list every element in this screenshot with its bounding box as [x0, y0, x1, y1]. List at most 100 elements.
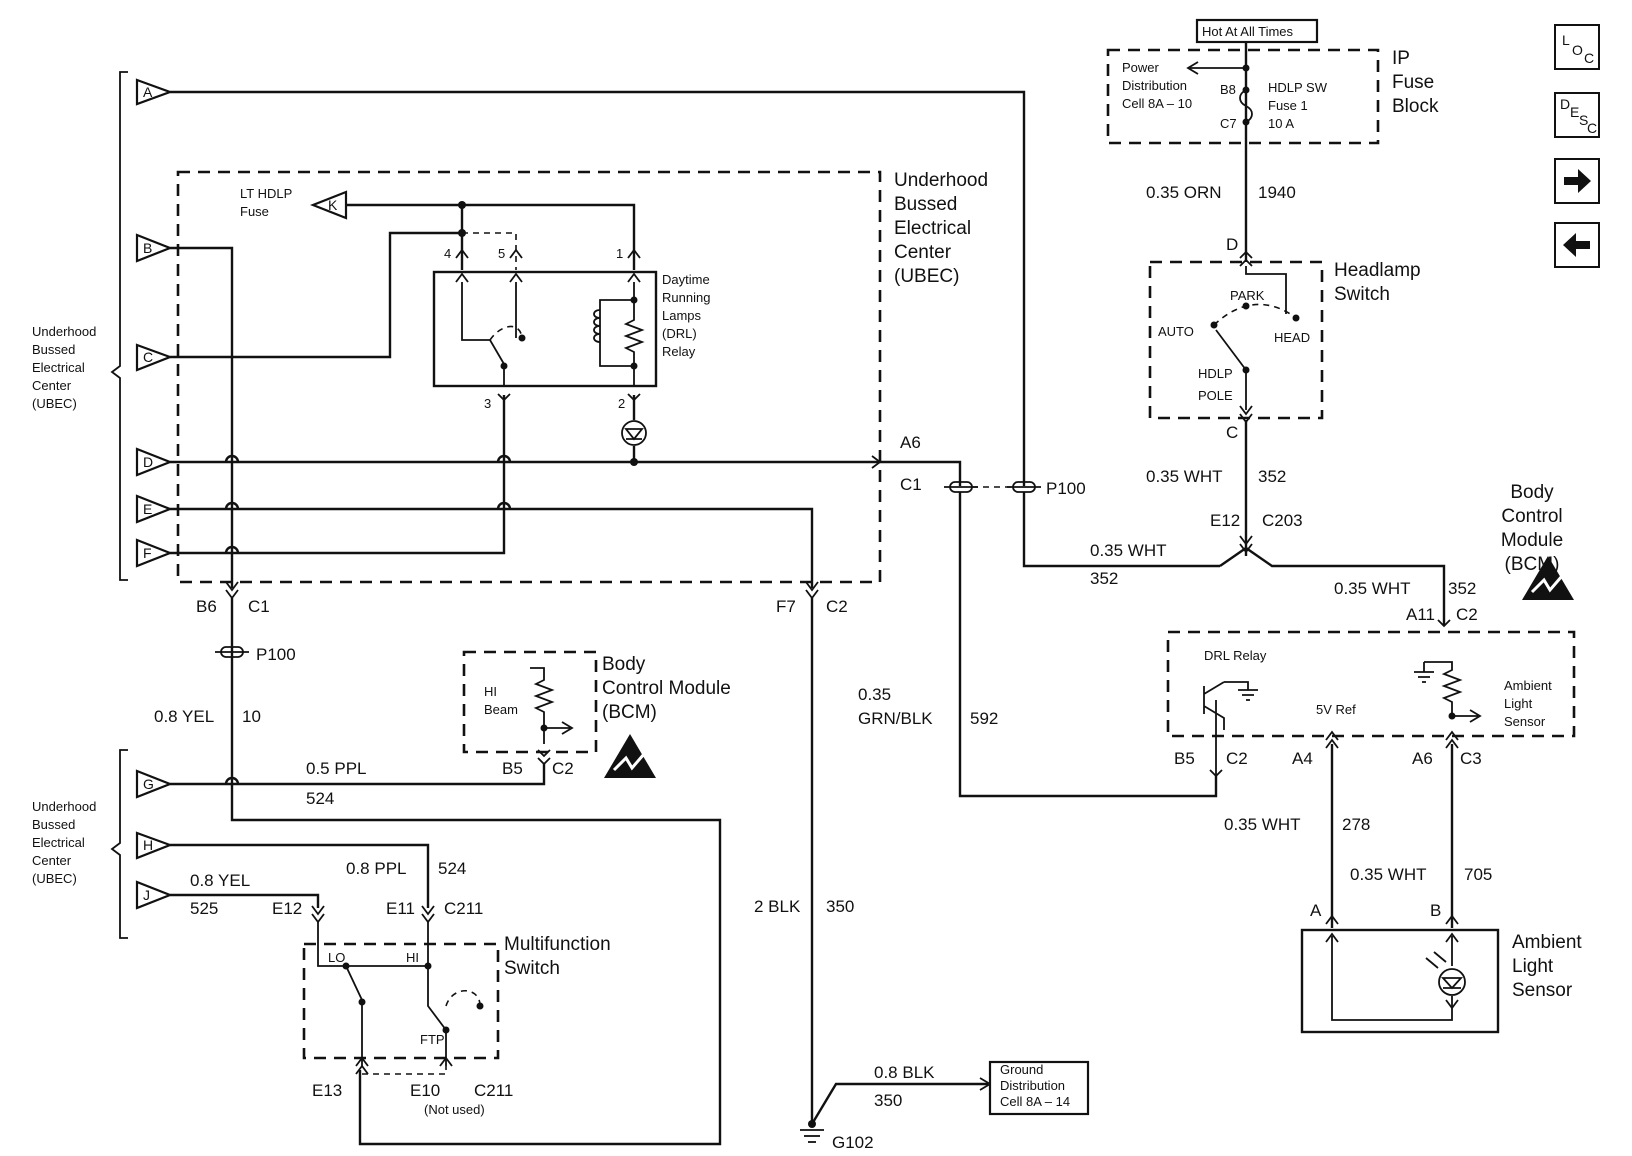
photodiode-icon: [1438, 968, 1466, 996]
connector-c: C: [135, 343, 174, 372]
hi-beam-l1: Beam: [484, 702, 518, 717]
loc-button[interactable]: L O C: [1554, 24, 1600, 70]
wire-352-label: 352: [1258, 467, 1286, 486]
relay-pin-3: 3: [484, 396, 491, 411]
wire-350-label: 350: [826, 897, 854, 916]
drl-relay-l4: Relay: [662, 344, 696, 359]
wire-k: [346, 203, 636, 270]
mf-lo: LO: [328, 950, 345, 965]
drl-relay-l0: Daytime: [662, 272, 710, 287]
hs-auto: AUTO: [1158, 324, 1194, 339]
fuse-pin-c7: C7: [1220, 116, 1237, 131]
ubec-side-2-l4: (UBEC): [32, 871, 77, 886]
hi-beam-l0: HI: [484, 684, 497, 699]
wire-relay-5: [462, 232, 517, 270]
prev-page-button[interactable]: [1554, 222, 1600, 268]
loc-label-c: C: [1584, 50, 1595, 66]
ambient-sensor-l2: Sensor: [1512, 980, 1573, 1001]
next-page-button[interactable]: [1554, 158, 1600, 204]
mf-hi: HI: [406, 950, 419, 965]
wire-525-label: 525: [190, 899, 218, 918]
connector-j-letter: J: [143, 887, 150, 903]
not-used: (Not used): [424, 1102, 485, 1117]
wire-592: [958, 492, 1218, 798]
hs-pin-c: C: [1226, 423, 1238, 442]
g102-label: G102: [832, 1133, 874, 1152]
ubec-main-l3: Center: [894, 242, 952, 263]
ubec-bracket-lower: [110, 749, 128, 939]
bcm-left-l1: Control Module: [602, 678, 731, 699]
pin-c211: C211: [444, 899, 483, 918]
wire-10-label: 10: [242, 707, 261, 726]
desc-label-s: S: [1579, 112, 1589, 128]
pin-b5: B5: [502, 759, 523, 778]
p100-top-connector: [944, 481, 1041, 493]
ip-fuse-block-box: [1106, 48, 1380, 145]
connector-k: K: [309, 190, 348, 220]
p100-left: P100: [256, 645, 296, 664]
labels: Underhood Bussed Electrical Center (UBEC…: [32, 24, 1582, 1152]
five-v-ref: 5V Ref: [1316, 702, 1356, 717]
wire-278-label: 278: [1342, 815, 1370, 834]
wire-705-label: 705: [1464, 865, 1492, 884]
desc-label-d: D: [1560, 96, 1571, 112]
pin-f7-c2: C2: [826, 597, 848, 616]
wire-352c-label: 352: [1448, 579, 1476, 598]
wire-b: [170, 246, 234, 588]
ground-dist-l1: Distribution: [1000, 1078, 1065, 1093]
connector-a-letter: A: [143, 84, 153, 100]
pin-a4: A4: [1292, 749, 1313, 768]
relay-switch: [461, 282, 505, 386]
ambient-inner-l1: Light: [1504, 696, 1533, 711]
wire-blk-08-label: 0.8 BLK: [874, 1063, 935, 1082]
pin-e11: E11: [386, 899, 415, 918]
power-dist-l2: Cell 8A – 10: [1122, 96, 1192, 111]
pin-a6: A6: [900, 433, 921, 452]
loc-label-l: L: [1562, 32, 1570, 48]
drl-relay-box: [432, 270, 658, 388]
pin-a-sensor: A: [1310, 901, 1322, 920]
ip-fuse-block-l2: Block: [1392, 96, 1439, 117]
p100-top: P100: [1046, 479, 1086, 498]
pin-c1: C1: [900, 475, 922, 494]
hdlp-sw-fuse-l2: 10 A: [1268, 116, 1294, 131]
hot-at-all-times-box: [1195, 18, 1319, 44]
connector-h: H: [135, 831, 174, 860]
hs-head: HEAD: [1274, 330, 1310, 345]
pin-b5-c2: C2: [552, 759, 574, 778]
ubec-main-l1: Bussed: [894, 194, 957, 215]
wire-c: [170, 231, 462, 359]
wire-h: [170, 843, 430, 908]
ground-dist-l0: Ground: [1000, 1062, 1043, 1077]
ground-dist-box: [988, 1060, 1090, 1116]
connector-k-letter: K: [328, 197, 338, 213]
bcm-right-box: [1166, 630, 1576, 738]
ubec-bracket-upper: [110, 71, 128, 581]
desc-button[interactable]: D E S C: [1554, 92, 1600, 138]
wire-wht-352b-label: 0.35 WHT: [1090, 541, 1167, 560]
loc-label-o: O: [1572, 42, 1583, 58]
wire-1940-label: 1940: [1258, 183, 1296, 202]
mf-ftp: FTP: [420, 1032, 445, 1047]
ubec-main-l4: (UBEC): [894, 266, 959, 287]
bcm-left-l0: Body: [602, 654, 646, 675]
pin-b6-c1: C1: [248, 597, 270, 616]
relay-pin-5: 5: [498, 246, 505, 261]
multifunction-switch-box: [302, 942, 500, 1060]
wire-ppl-label: 0.5 PPL: [306, 759, 367, 778]
connector-g: G: [135, 769, 174, 799]
drl-diode-icon: [621, 420, 647, 446]
bcm-right-l2: Module: [1501, 530, 1563, 551]
lt-hdlp-fuse-l1: Fuse: [240, 204, 269, 219]
pin-c3: C3: [1460, 749, 1482, 768]
esd-warning-left-icon: [604, 734, 656, 778]
multifunction-l0: Multifunction: [504, 934, 611, 955]
connector-j: J: [135, 880, 174, 910]
fuse-icon: [1239, 89, 1253, 123]
ubec-main-l0: Underhood: [894, 170, 988, 191]
ambient-inner-l2: Sensor: [1504, 714, 1546, 729]
wire-grn-l1: GRN/BLK: [858, 709, 933, 728]
desc-label-e: E: [1570, 104, 1580, 120]
ambient-sensor-l1: Light: [1512, 956, 1554, 977]
